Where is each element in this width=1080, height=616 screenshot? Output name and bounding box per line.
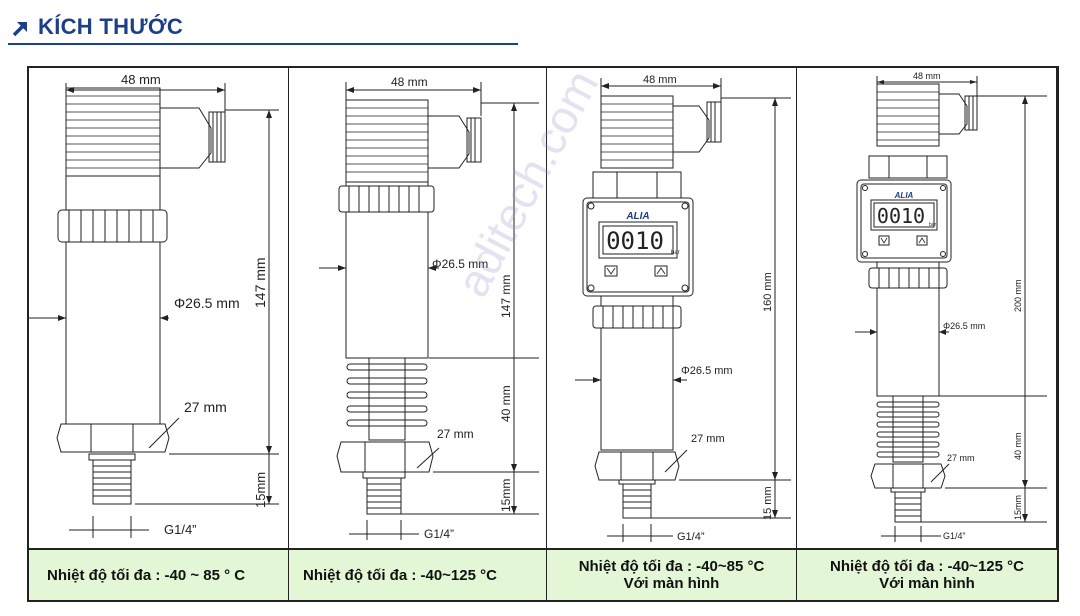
dim-hex-label: 27 mm [691, 433, 725, 445]
dim-hex-label: 27 mm [437, 427, 474, 441]
drawing-cell-2: 48 mm 147 mm Φ26.5 mm 40 mm 27 mm 15mm G… [289, 68, 547, 548]
display-value: 0010 [606, 227, 664, 255]
dim-hex-label: 27 mm [947, 453, 975, 463]
max-temperature-label: Nhiệt độ tối đa : -40 ~ 85 ° C [47, 566, 246, 584]
header-underline [8, 43, 518, 45]
dim-diameter-label: Φ26.5 mm [681, 365, 733, 377]
drawing-cell-4: ALIA 0010 bar 48 mm 200 mm Φ26.5 mm 40 m… [797, 68, 1057, 548]
section-header: KÍCH THƯỚC [8, 12, 518, 45]
display-variant-label: Với màn hình [623, 575, 720, 592]
dim-thread-label: G1/4” [424, 527, 454, 541]
footer-cell-4: Nhiệt độ tối đa : -40~125 °C Với màn hìn… [797, 548, 1057, 600]
display-variant-label: Với màn hình [879, 575, 975, 592]
dim-thread-label: G1/4” [943, 531, 966, 541]
display-brand: ALIA [894, 191, 914, 200]
sensor-drawing-3: ALIA 0010 bar 48 mm 160 mm Φ26.5 mm 27 m… [575, 74, 791, 543]
display-value: 0010 [877, 204, 925, 228]
dim-thread-length-label: 15mm [499, 479, 513, 512]
section-title: KÍCH THƯỚC [38, 14, 184, 39]
max-temperature-label: Nhiệt độ tối đa : -40~85 °C [578, 558, 765, 575]
dim-height-label: 160 mm [762, 272, 774, 312]
dim-fins-label: 40 mm [1013, 432, 1023, 460]
dimension-table: 48 mm 147 mm Φ26.5 mm 27 mm 15mm G1/4” N… [27, 66, 1059, 602]
sensor-drawing-1: 48 mm 147 mm Φ26.5 mm 27 mm 15mm G1/4” [29, 72, 279, 538]
display-unit: bar [929, 222, 937, 228]
dim-thread-label: G1/4” [677, 531, 705, 543]
footer-cell-3: Nhiệt độ tối đa : -40~85 °C Với màn hình [547, 548, 797, 600]
drawing-cell-1: 48 mm 147 mm Φ26.5 mm 27 mm 15mm G1/4” [29, 68, 289, 548]
sensor-drawing-4: ALIA 0010 bar 48 mm 200 mm Φ26.5 mm 40 m… [855, 71, 1047, 542]
max-temperature-label: Nhiệt độ tối đa : -40~125 °C [830, 558, 1024, 575]
dim-width-label: 48 mm [121, 72, 161, 87]
max-temperature-label: Nhiệt độ tối đa : -40~125 °C [303, 566, 497, 584]
dim-height-label: 147 mm [252, 257, 268, 308]
sensor-drawing-2: 48 mm 147 mm Φ26.5 mm 40 mm 27 mm 15mm G… [319, 75, 539, 541]
display-brand: ALIA [625, 211, 649, 222]
dim-hex-label: 27 mm [184, 399, 227, 415]
dim-thread-length-label: 15mm [1013, 495, 1023, 520]
dim-thread-length-label: 15 mm [762, 486, 774, 520]
footer-cell-2: Nhiệt độ tối đa : -40~125 °C [289, 548, 547, 600]
dim-width-label: 48 mm [913, 71, 941, 81]
dim-height-label: 147 mm [499, 275, 513, 318]
dim-fins-label: 40 mm [499, 385, 513, 422]
footer-cell-1: Nhiệt độ tối đa : -40 ~ 85 ° C [29, 548, 289, 600]
dim-diameter-label: Φ26.5 mm [174, 295, 240, 311]
dim-height-label: 200 mm [1013, 279, 1023, 312]
dim-thread-label: G1/4” [164, 522, 197, 537]
dim-width-label: 48 mm [643, 74, 677, 86]
display-unit: bar [671, 250, 680, 256]
drawing-cell-3: ALIA 0010 bar 48 mm 160 mm Φ26.5 mm 27 m… [547, 68, 797, 548]
dim-diameter-label: Φ26.5 mm [943, 321, 985, 331]
dim-diameter-label: Φ26.5 mm [432, 257, 488, 271]
dim-thread-length-label: 15mm [253, 472, 268, 508]
arrow-up-right-icon [12, 22, 27, 37]
dim-width-label: 48 mm [391, 75, 428, 89]
